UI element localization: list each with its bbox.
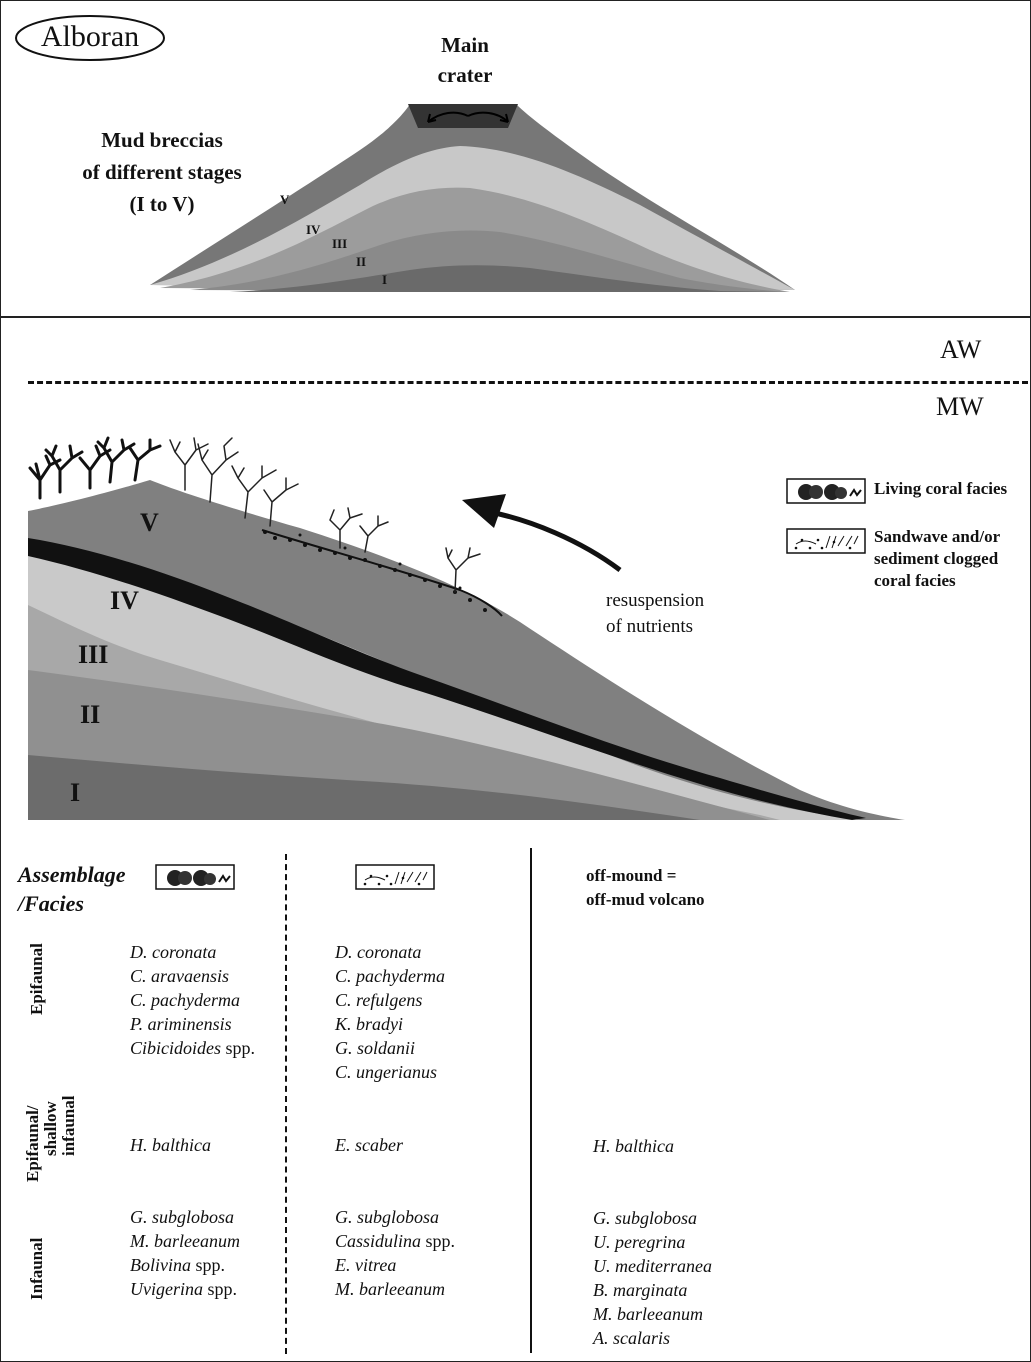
species-item: C. refulgens xyxy=(335,990,423,1010)
species-item: C. aravaensis xyxy=(130,966,229,986)
mud-label-line2: of different stages xyxy=(82,160,242,184)
species-item: M. barleeanum xyxy=(130,1231,240,1251)
species-item: Uvigerina spp. xyxy=(130,1279,237,1299)
sandwave-label-line2: sediment clogged xyxy=(874,549,999,568)
species-item: Bolivina spp. xyxy=(130,1255,226,1275)
species-item: G. subglobosa xyxy=(130,1207,235,1227)
epifaunal-col2: D. coronata C. pachyderma C. refulgens K… xyxy=(335,940,445,1084)
stage-i-layer xyxy=(230,265,785,292)
main-crater xyxy=(408,104,518,128)
species-item: C. ungerianus xyxy=(335,1062,438,1082)
species-item: G. subglobosa xyxy=(335,1207,440,1227)
species-item: K. bradyi xyxy=(335,1014,404,1034)
species-item: A. scalaris xyxy=(593,1328,671,1348)
header-sandwave-icon xyxy=(355,864,435,890)
resuspension-arrowhead xyxy=(462,494,506,528)
sandwave-label-line3: coral facies xyxy=(874,571,956,590)
black-band xyxy=(28,538,866,820)
species-item: U. mediterranea xyxy=(593,1256,712,1276)
species-item: Cassidulina spp. xyxy=(335,1231,456,1251)
resuspension-label-line1: resuspension xyxy=(606,590,705,611)
species-item: C. pachyderma xyxy=(130,990,240,1010)
resuspension-label-line2: of nutrients xyxy=(606,616,694,637)
region-label: Alboran xyxy=(40,20,140,53)
species-item: E. scaber xyxy=(335,1135,403,1155)
table-header: Assemblage /Facies xyxy=(18,860,126,918)
crater-label-line1: Main xyxy=(441,33,489,57)
stage-i-mound-layer xyxy=(28,755,700,820)
water-boundary-dashed-line xyxy=(28,381,1028,384)
epi-shallow-col2: E. scaber xyxy=(335,1133,403,1157)
column-divider-dashed xyxy=(285,854,287,1354)
living-coral-colonies xyxy=(28,436,162,500)
species-item: D. coronata xyxy=(335,942,422,962)
species-item: G. soldanii xyxy=(335,1038,416,1058)
living-coral-legend-label: Living coral facies xyxy=(874,479,1008,498)
top-stage-i: I xyxy=(382,272,388,287)
epi-shallow-col3: H. balthica xyxy=(593,1134,674,1158)
offmound-line1: off-mound = xyxy=(586,866,677,885)
mound-cross-section xyxy=(28,436,905,820)
top-stage-iii: III xyxy=(332,236,348,251)
panel-divider xyxy=(0,316,1031,318)
mound-stage-ii: II xyxy=(80,700,101,729)
species-item: B. marginata xyxy=(593,1280,688,1300)
species-item: Cibicidoides spp. xyxy=(130,1038,256,1058)
crater-arrows xyxy=(427,111,509,123)
mud-label-line1: Mud breccias xyxy=(101,128,223,152)
mound-stage-v: V xyxy=(140,508,159,537)
region-label-oval xyxy=(15,15,165,61)
row-label-line2: shallow xyxy=(41,1101,60,1156)
species-item: U. peregrina xyxy=(593,1232,686,1252)
row-label-line3: infaunal xyxy=(59,1095,78,1156)
dead-coral-colonies xyxy=(169,437,481,593)
species-item: G. subglobosa xyxy=(593,1208,698,1228)
living-coral-legend-icon xyxy=(786,478,866,504)
mound-stage-i: I xyxy=(70,778,81,807)
stage-ii-layer xyxy=(190,230,785,292)
top-stage-ii: II xyxy=(356,254,367,269)
resuspension-arrow xyxy=(489,509,622,573)
species-item: C. pachyderma xyxy=(335,966,445,986)
header-line1: Assemblage xyxy=(18,862,126,887)
row-label-epifaunal: Epifaunal xyxy=(27,943,46,1015)
species-item: D. coronata xyxy=(130,942,217,962)
mud-volcano-cross-section xyxy=(15,15,795,292)
mound-stage-iii: III xyxy=(78,640,109,669)
header-line2: /Facies xyxy=(18,891,84,916)
top-stage-iv: IV xyxy=(306,222,321,237)
sandwave-label-line1: Sandwave and/or xyxy=(874,527,1001,546)
mud-label-line3: (I to V) xyxy=(129,192,195,216)
offmound-header: off-mound = off-mud volcano xyxy=(586,864,705,912)
top-stage-v: V xyxy=(280,192,290,207)
infaunal-col1: G. subglobosa M. barleeanum Bolivina spp… xyxy=(130,1205,240,1301)
mound-stage-iv: IV xyxy=(110,586,139,615)
row-label-line1: Epifaunal/ xyxy=(23,1105,42,1182)
mud-breccia-label: Mud breccias of different stages (I to V… xyxy=(52,124,272,220)
sandwave-coral-legend-icon xyxy=(786,528,866,554)
header-living-coral-icon xyxy=(155,864,235,890)
species-item: M. barleeanum xyxy=(593,1304,703,1324)
epi-shallow-col1: H. balthica xyxy=(130,1133,211,1157)
species-item: M. barleeanum xyxy=(335,1279,445,1299)
water-lower-label: MW xyxy=(936,392,984,421)
infaunal-col3: G. subglobosa U. peregrina U. mediterran… xyxy=(593,1206,712,1350)
species-item: P. ariminensis xyxy=(130,1014,232,1034)
offmound-line2: off-mud volcano xyxy=(586,890,705,909)
infaunal-col2: G. subglobosa Cassidulina spp. E. vitrea… xyxy=(335,1205,455,1301)
species-item: H. balthica xyxy=(130,1135,211,1155)
row-label-infaunal: Infaunal xyxy=(27,1237,46,1300)
sandwave-coral-legend-label: Sandwave and/or sediment clogged coral f… xyxy=(874,526,1000,592)
species-item: H. balthica xyxy=(593,1136,674,1156)
crater-label-line2: crater xyxy=(437,63,493,87)
crater-label: Main crater xyxy=(410,30,520,90)
resuspension-label: resuspension of nutrients xyxy=(606,588,704,640)
epifaunal-col1: D. coronata C. aravaensis C. pachyderma … xyxy=(130,940,255,1060)
column-divider-solid xyxy=(530,848,532,1353)
water-upper-label: AW xyxy=(940,335,982,364)
species-item: E. vitrea xyxy=(335,1255,397,1275)
